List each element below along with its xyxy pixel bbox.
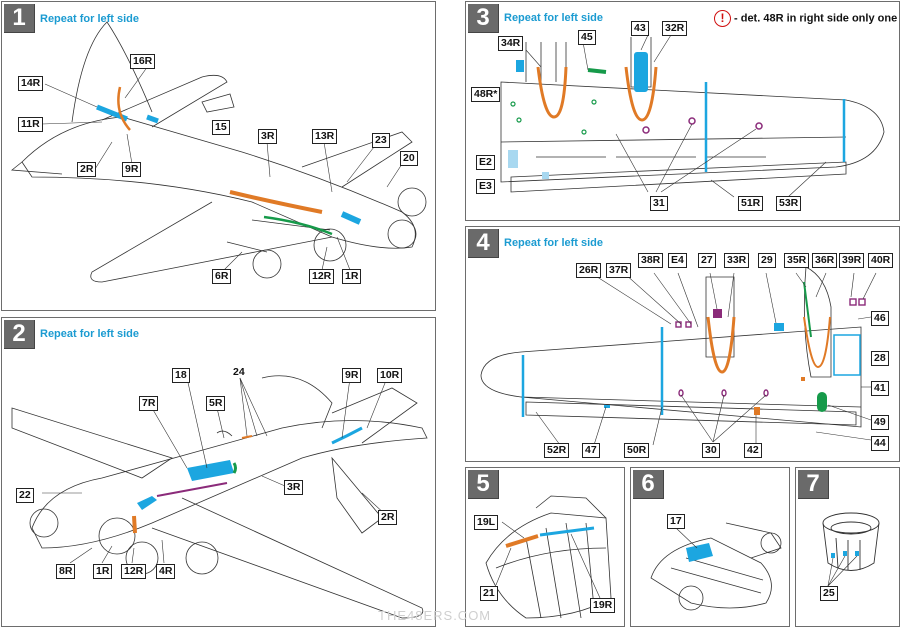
part-48R-star: 48R* xyxy=(471,87,501,102)
part-7R: 7R xyxy=(139,396,159,411)
part-47: 47 xyxy=(582,443,600,458)
part-42: 42 xyxy=(744,443,762,458)
part-41: 41 xyxy=(871,381,889,396)
part-43: 43 xyxy=(631,21,649,36)
part-49: 49 xyxy=(871,415,889,430)
part-13R: 13R xyxy=(312,129,338,144)
part-1R: 1R xyxy=(93,564,113,579)
part-2R: 2R xyxy=(378,510,398,525)
part-45: 45 xyxy=(578,30,596,45)
part-33R: 33R xyxy=(724,253,750,268)
part-2R: 2R xyxy=(77,162,97,177)
part-46: 46 xyxy=(871,311,889,326)
part-50R: 50R xyxy=(624,443,650,458)
step-1-note: Repeat for left side xyxy=(40,13,140,25)
part-12R: 12R xyxy=(121,564,147,579)
step-5-panel: 5 19L 21 19R xyxy=(465,467,625,627)
step-5-drawing xyxy=(485,495,612,619)
part-9R: 9R xyxy=(122,162,142,177)
step-6-panel: 6 17 xyxy=(630,467,790,627)
part-E3: E3 xyxy=(476,179,495,194)
part-38R: 38R xyxy=(638,253,664,268)
warning-text: - det. 48R in right side only one xyxy=(734,12,898,25)
part-44: 44 xyxy=(871,436,889,451)
step-4-drawing xyxy=(480,266,877,446)
part-16R: 16R xyxy=(130,54,156,69)
part-17: 17 xyxy=(667,514,685,529)
step-5-number: 5 xyxy=(468,470,499,499)
part-37R: 37R xyxy=(606,263,632,278)
step-3-drawing xyxy=(500,34,885,198)
step-1-number: 1 xyxy=(4,4,35,33)
part-9R: 9R xyxy=(342,368,362,383)
part-14R: 14R xyxy=(18,76,44,91)
part-6R: 6R xyxy=(212,269,232,284)
part-19R: 19R xyxy=(590,598,616,613)
part-34R: 34R xyxy=(498,36,524,51)
part-35R: 35R xyxy=(784,253,810,268)
step-4-panel: 4 Repeat for left side xyxy=(465,226,900,462)
part-3R: 3R xyxy=(284,480,304,495)
step-7-number: 7 xyxy=(798,470,829,499)
part-E2: E2 xyxy=(476,155,495,170)
step-2-drawing xyxy=(11,375,428,619)
watermark: THE48ERS.COM xyxy=(378,608,492,623)
step-7-panel: 7 25 xyxy=(795,467,900,627)
part-52R: 52R xyxy=(544,443,570,458)
part-22: 22 xyxy=(16,488,34,503)
step-3-number: 3 xyxy=(468,4,499,33)
step-3-panel: 3 Repeat for left side !- det. 48R in ri… xyxy=(465,1,900,221)
part-29: 29 xyxy=(758,253,776,268)
part-26R: 26R xyxy=(576,263,602,278)
part-25: 25 xyxy=(820,586,838,601)
exclamation-icon: ! xyxy=(714,10,731,27)
step-1-panel: 1 Repeat for left side xyxy=(1,1,436,311)
part-E4: E4 xyxy=(668,253,687,268)
part-51R: 51R xyxy=(738,196,764,211)
part-30: 30 xyxy=(702,443,720,458)
step-2-number: 2 xyxy=(4,320,35,349)
part-31: 31 xyxy=(650,196,668,211)
part-15: 15 xyxy=(212,120,230,135)
part-24: 24 xyxy=(233,366,245,378)
part-5R: 5R xyxy=(206,396,226,411)
part-32R: 32R xyxy=(662,21,688,36)
step-3-note: Repeat for left side xyxy=(504,12,604,24)
part-53R: 53R xyxy=(776,196,802,211)
part-1R: 1R xyxy=(342,269,362,284)
part-11R: 11R xyxy=(18,117,43,132)
part-18: 18 xyxy=(172,368,190,383)
part-12R: 12R xyxy=(309,269,335,284)
part-40R: 40R xyxy=(868,253,894,268)
step-2-panel: 2 Repeat for left side xyxy=(1,317,436,627)
step-1-drawing xyxy=(10,21,427,283)
step-6-number: 6 xyxy=(633,470,664,499)
part-8R: 8R xyxy=(56,564,76,579)
step-2-note: Repeat for left side xyxy=(40,328,140,340)
part-4R: 4R xyxy=(156,564,176,579)
part-23: 23 xyxy=(372,133,390,148)
part-27: 27 xyxy=(698,253,716,268)
warning-note: !- det. 48R in right side only one xyxy=(714,10,897,27)
part-19L: 19L xyxy=(474,515,499,530)
step-7-drawing xyxy=(822,512,880,587)
step-4-number: 4 xyxy=(468,229,499,258)
part-10R: 10R xyxy=(377,368,403,383)
part-36R: 36R xyxy=(812,253,838,268)
part-28: 28 xyxy=(871,351,889,366)
step-6-drawing xyxy=(650,522,782,611)
part-39R: 39R xyxy=(839,253,865,268)
part-3R: 3R xyxy=(258,129,278,144)
part-21: 21 xyxy=(480,586,498,601)
step-4-note: Repeat for left side xyxy=(504,237,604,249)
part-20: 20 xyxy=(400,151,418,166)
